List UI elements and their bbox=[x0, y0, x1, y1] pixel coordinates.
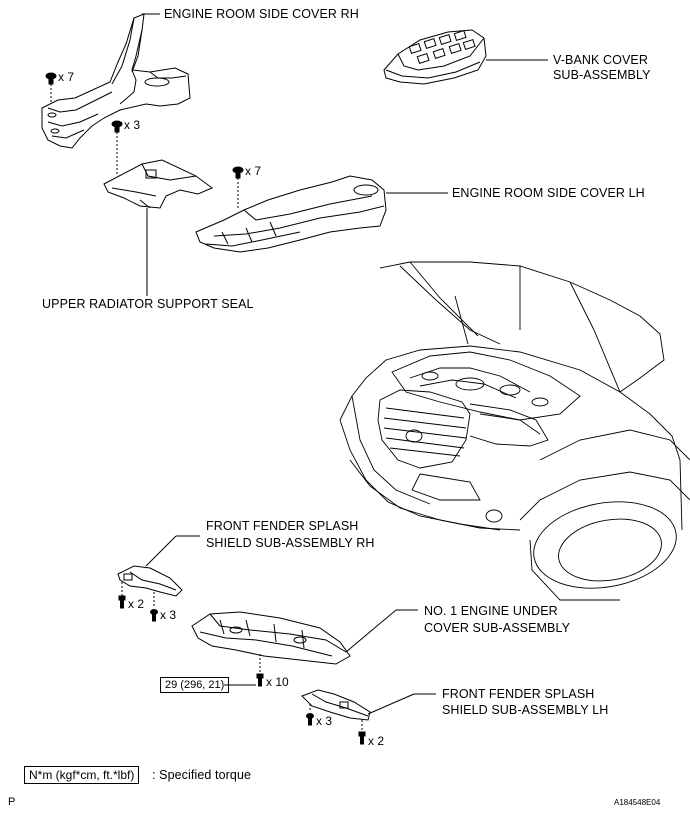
legend-description: : Specified torque bbox=[152, 768, 252, 782]
qty-seal: x 3 bbox=[124, 118, 141, 132]
label-engine-under-cover-line1: NO. 1 ENGINE UNDER bbox=[424, 604, 558, 618]
v-bank-cover-part bbox=[383, 29, 487, 85]
label-front-fender-lh-line1: FRONT FENDER SPLASH bbox=[442, 687, 595, 701]
clip-seal bbox=[111, 120, 123, 176]
clip-fender-lh bbox=[306, 704, 314, 726]
qty-under-cover: x 10 bbox=[266, 675, 289, 689]
label-engine-room-side-cover-lh: ENGINE ROOM SIDE COVER LH bbox=[452, 186, 645, 200]
clip-fender-rh bbox=[150, 592, 158, 622]
legend-torque-units: N*m (kgf*cm, ft.*lbf) bbox=[24, 766, 140, 784]
qty-fender-lh-bolt: x 2 bbox=[368, 734, 385, 748]
label-front-fender-rh-line2: SHIELD SUB-ASSEMBLY RH bbox=[206, 536, 375, 550]
vehicle-front-illustration bbox=[339, 261, 690, 601]
engine-room-side-cover-rh-part bbox=[41, 13, 191, 149]
label-v-bank-cover-line1: V-BANK COVER bbox=[553, 53, 648, 67]
qty-fender-rh-clip: x 3 bbox=[160, 608, 177, 622]
corner-letter: P bbox=[8, 796, 16, 808]
clip-rh-cover bbox=[45, 72, 57, 104]
label-front-fender-rh-line1: FRONT FENDER SPLASH bbox=[206, 519, 359, 533]
qty-lh-cover: x 7 bbox=[245, 164, 262, 178]
qty-fender-rh-bolt: x 2 bbox=[128, 597, 145, 611]
label-engine-room-side-cover-rh: ENGINE ROOM SIDE COVER RH bbox=[164, 7, 359, 21]
bolt-fender-rh bbox=[118, 582, 126, 609]
label-v-bank-cover-line2: SUB-ASSEMBLY bbox=[553, 68, 651, 82]
front-fender-splash-shield-rh-part bbox=[117, 565, 183, 597]
figure-id: A184548E04 bbox=[614, 798, 661, 807]
qty-rh-cover: x 7 bbox=[58, 70, 75, 84]
label-front-fender-lh-line2: SHIELD SUB-ASSEMBLY LH bbox=[442, 703, 609, 717]
leader-fender-rh-a bbox=[145, 535, 177, 567]
engine-room-side-cover-lh-part bbox=[195, 175, 387, 253]
torque-spec-box: 29 (296, 21) bbox=[160, 677, 230, 693]
qty-fender-lh-clip: x 3 bbox=[316, 714, 333, 728]
bolt-under-cover bbox=[256, 654, 264, 687]
clip-lh-cover bbox=[232, 166, 244, 208]
front-fender-splash-shield-lh-part bbox=[301, 689, 371, 721]
leader-under-cover-a bbox=[345, 609, 397, 653]
engine-under-cover-part bbox=[191, 611, 351, 665]
label-upper-radiator-support-seal: UPPER RADIATOR SUPPORT SEAL bbox=[42, 297, 254, 311]
bolt-fender-lh bbox=[358, 720, 366, 745]
leader-fender-lh-a bbox=[367, 693, 415, 715]
label-engine-under-cover-line2: COVER SUB-ASSEMBLY bbox=[424, 621, 571, 635]
upper-radiator-support-seal-part bbox=[103, 159, 213, 209]
